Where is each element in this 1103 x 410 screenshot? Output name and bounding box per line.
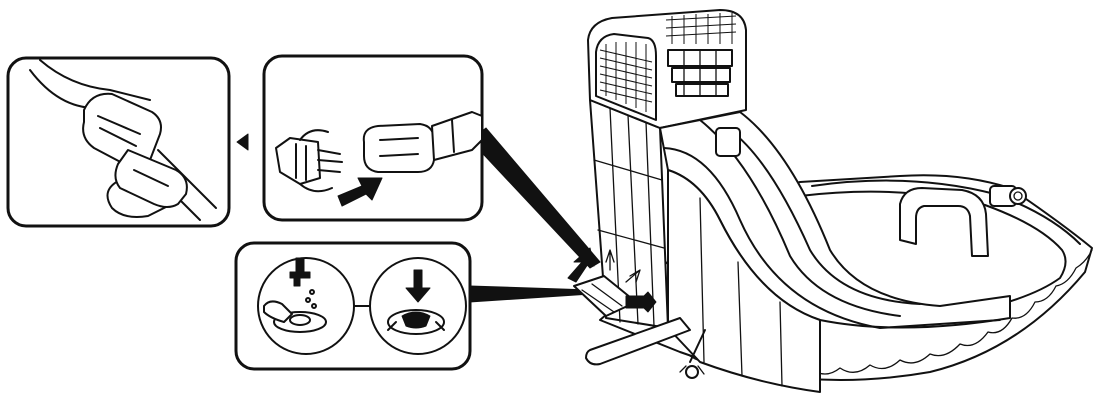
front-seam-3 xyxy=(779,301,783,387)
pool-arch-tube xyxy=(899,187,989,257)
slide-side-rail-inner xyxy=(729,129,921,305)
panel-buckle-connect xyxy=(262,54,484,222)
hand-shape xyxy=(106,179,169,218)
tower-band-2 xyxy=(597,229,665,249)
tower-arrow-small-right xyxy=(625,269,641,283)
slide-pool-rim xyxy=(811,179,1081,245)
buckle-fastened-icon xyxy=(82,92,188,208)
blower-nozzle xyxy=(989,185,1027,207)
slide-side-rail-outer xyxy=(663,147,1001,329)
ground-stake-icon xyxy=(679,329,706,379)
panel-buckle-fastened xyxy=(6,56,231,228)
tower-seam-1 xyxy=(609,107,621,323)
tower-seam-2 xyxy=(627,114,639,325)
tower-valve-patch xyxy=(573,275,657,317)
tower-climbing-steps xyxy=(667,49,733,97)
valve-open-icon xyxy=(263,300,327,333)
tower-mesh-top xyxy=(665,13,737,44)
water-hose xyxy=(585,317,691,366)
tower-arrow-up xyxy=(567,247,595,283)
callout-wedge-buckle xyxy=(469,127,601,269)
slide-top-cap xyxy=(715,127,741,157)
valve-close-icon xyxy=(387,309,445,335)
tower-band-1 xyxy=(593,159,663,181)
buckle-female-icon xyxy=(362,111,483,173)
tower-mesh-left xyxy=(599,42,653,112)
front-seam-2 xyxy=(737,261,743,377)
tower-seam-3 xyxy=(645,121,655,327)
tower-arrow-small-up xyxy=(605,249,615,271)
inflatable-slide xyxy=(567,9,1093,393)
insert-arrow-icon xyxy=(337,177,383,207)
callout-wedge-valve xyxy=(469,285,591,303)
panel-pointer-left xyxy=(236,133,249,151)
valve-down-arrow-icon xyxy=(405,269,431,303)
buckle-male-icon xyxy=(275,129,343,193)
water-tap-icon xyxy=(289,257,317,309)
panel-valve-sequence xyxy=(234,241,472,371)
